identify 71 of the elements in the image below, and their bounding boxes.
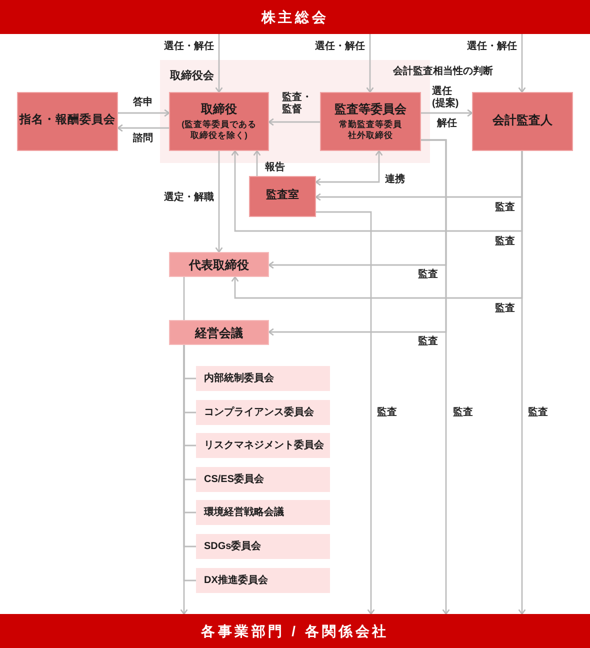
box-title: 監査室 xyxy=(266,188,299,203)
committee-name: リスクマネジメント委員会 xyxy=(204,438,324,453)
arrow xyxy=(316,211,375,615)
edge-label: 監査 xyxy=(418,269,438,281)
org-box xyxy=(320,92,421,151)
edge-label: 連携 xyxy=(385,174,405,186)
edge-label: 監査 xyxy=(528,407,548,419)
box-title: 代表取締役 xyxy=(189,256,249,274)
org-box xyxy=(17,92,118,151)
edge-label: 監査 xyxy=(418,336,438,348)
banner-band xyxy=(0,0,590,34)
box-title: 監査等委員会 xyxy=(334,102,406,118)
note-label: 解任 xyxy=(437,118,457,130)
arrow xyxy=(315,150,383,186)
edge-label: 監査・監督 xyxy=(282,92,313,116)
committee-name: コンプライアンス委員会 xyxy=(204,405,314,420)
box-subtitle: 常勤監査等委員 xyxy=(339,119,402,130)
committee-box xyxy=(196,366,330,391)
box-subtitle: (監査等委員である取締役を除く) xyxy=(180,119,258,142)
edge-label: 監査 xyxy=(495,303,515,315)
edge-label: 選任・解任 xyxy=(315,41,365,53)
edge-label: 監査 xyxy=(495,236,515,248)
arrow xyxy=(518,151,526,615)
arrow xyxy=(253,150,261,176)
box-title: 取締役 xyxy=(201,102,237,118)
box-title: 会計監査人 xyxy=(492,112,552,128)
arrow xyxy=(268,118,320,126)
arrow xyxy=(215,34,223,93)
edge-label: 監査 xyxy=(495,202,515,214)
banner-text: 各事業部門 / 各関係会社 xyxy=(200,622,390,640)
committee-box xyxy=(196,500,330,525)
committee-box xyxy=(196,534,330,559)
box-title: 経営会議 xyxy=(195,324,243,342)
committee-box xyxy=(196,568,330,593)
arrow xyxy=(215,151,223,253)
arrow xyxy=(117,124,169,132)
edge-label: 監査 xyxy=(377,407,397,419)
committee-name: 環境経営戦略会議 xyxy=(204,505,284,520)
edge-label: 報告 xyxy=(265,162,285,174)
committee-box xyxy=(196,433,330,458)
org-box xyxy=(249,176,316,217)
banner-text: 株主総会 xyxy=(261,8,329,26)
committee-box xyxy=(196,467,330,492)
org-box xyxy=(169,252,269,277)
box-subtitle: 社外取締役 xyxy=(348,130,393,142)
arrow xyxy=(366,34,374,93)
banner-band xyxy=(0,614,590,648)
arrow xyxy=(518,34,526,93)
org-box xyxy=(472,92,573,151)
arrow xyxy=(421,139,450,615)
edge-label: 答申 xyxy=(133,97,153,109)
edge-label: 選任(提案) xyxy=(432,86,460,110)
committee-name: SDGs委員会 xyxy=(204,539,262,554)
connector-line xyxy=(183,277,185,320)
edge-label: 選定・解職 xyxy=(164,192,214,204)
committee-name: DX推進委員会 xyxy=(204,573,268,588)
arrow xyxy=(421,109,473,117)
committee-name: 内部統制委員会 xyxy=(204,371,274,386)
arrow xyxy=(231,150,523,232)
arrow xyxy=(118,109,170,117)
edge-label: 監査 xyxy=(453,407,473,419)
committee-box xyxy=(196,400,330,425)
note-label: 会計監査相当性の判断 xyxy=(393,66,493,78)
edge-label: 選任・解任 xyxy=(467,41,517,53)
org-box xyxy=(169,320,269,345)
committee-name: CS/ES委員会 xyxy=(204,472,264,487)
edge-label: 選任・解任 xyxy=(164,41,214,53)
box-title: 指名・報酬委員会 xyxy=(20,113,116,128)
panel-heading: 取締役会 xyxy=(170,68,214,84)
org-box xyxy=(169,92,269,151)
edge-label: 諮問 xyxy=(133,133,153,145)
